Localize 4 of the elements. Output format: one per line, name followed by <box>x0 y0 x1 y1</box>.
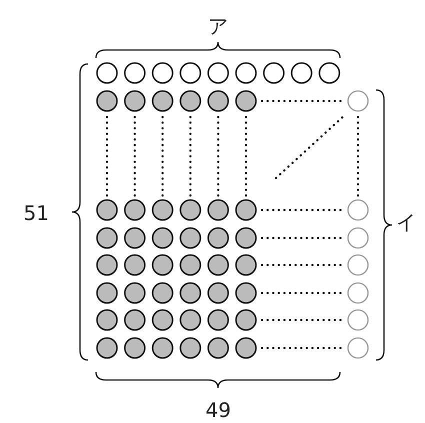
brace-label: イ <box>396 212 416 232</box>
brace-label: ア <box>208 16 228 36</box>
count-label: 49 <box>206 400 231 420</box>
count-label: 51 <box>24 203 49 223</box>
